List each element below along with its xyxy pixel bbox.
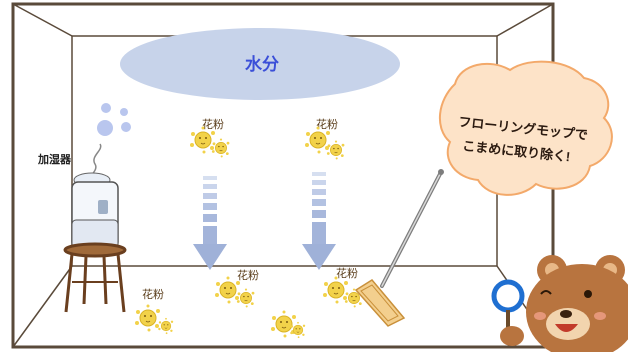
bear-mascot	[491, 255, 628, 352]
humidifier-label: 加湿器	[37, 152, 72, 166]
flooring-mop	[354, 169, 444, 327]
pollen-label: 花粉	[202, 118, 224, 131]
pollen-label: 花粉	[142, 288, 164, 301]
pollen-cluster-air-2: 花粉	[304, 118, 345, 160]
water-bubbles	[97, 103, 131, 136]
pollen-label: 花粉	[237, 269, 259, 282]
down-arrow-2	[302, 172, 336, 270]
moisture-cloud: 水分	[120, 28, 400, 100]
stool	[63, 242, 127, 313]
pollen-cluster-floor-4: 花粉	[322, 267, 363, 308]
pollen-label: 花粉	[316, 118, 338, 131]
down-arrow-1	[193, 176, 227, 270]
pollen-cluster-floor-1: 花粉	[134, 288, 174, 335]
humidifier-icon	[71, 143, 119, 249]
pollen-label: 花粉	[336, 267, 358, 280]
pollen-cluster-floor-3	[270, 310, 306, 339]
pollen-cluster-air-1: 花粉	[189, 118, 230, 158]
pollen-cluster-floor-2: 花粉	[214, 269, 259, 308]
moisture-label: 水分	[245, 54, 279, 74]
speech-bubble: フローリングモップで こまめに取り除く!	[438, 60, 613, 196]
